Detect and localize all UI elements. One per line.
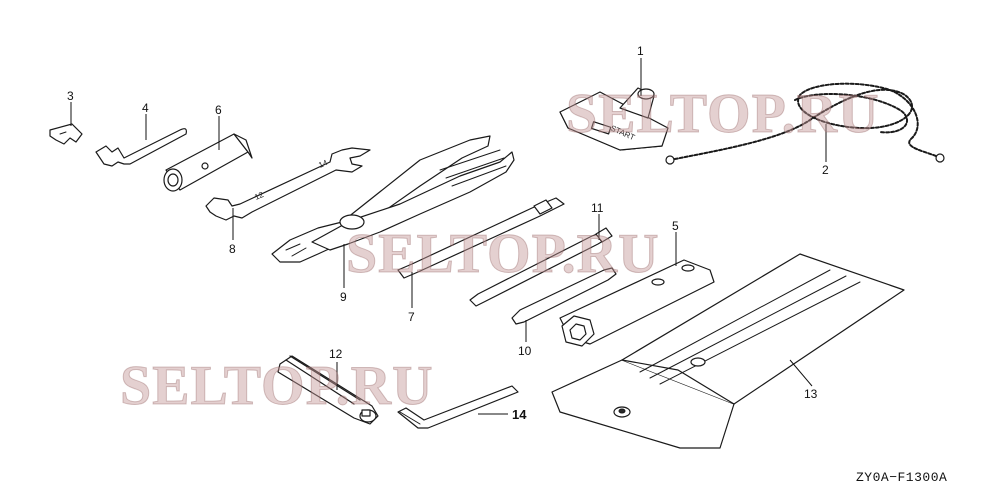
part-number-11: 11 (591, 201, 604, 215)
watermark: SELTOP.RU (346, 223, 660, 285)
part-number-13: 13 (804, 387, 818, 401)
part-numbers: 1 2 3 4 5 6 7 8 9 10 11 12 13 14 (67, 44, 829, 422)
tool-bag-part (551, 253, 905, 449)
open-wrench-part (95, 128, 187, 167)
screwdriver-bit-part (511, 267, 617, 325)
starter-rope-part (665, 82, 945, 165)
clip-part (49, 123, 83, 145)
part-number-3: 3 (67, 89, 74, 103)
watermarks: SELTOP.RU SELTOP.RU SELTOP.RU (120, 83, 880, 418)
socket-handle-part (277, 355, 379, 425)
diagram-code: ZY0A−F1300A (856, 470, 947, 485)
wrench-size-12: 12 (253, 190, 265, 202)
box-spanner-part (559, 259, 715, 347)
leader-lines (70, 58, 827, 415)
part-number-1: 1 (637, 44, 644, 58)
cross-screwdriver-part (469, 227, 613, 307)
part-number-6: 6 (215, 103, 222, 117)
part-number-10: 10 (518, 344, 532, 358)
part-number-4: 4 (142, 101, 149, 115)
part-number-2: 2 (822, 163, 829, 177)
part-number-7: 7 (408, 310, 415, 324)
part-number-12: 12 (329, 347, 343, 361)
part-number-9: 9 (340, 290, 347, 304)
pliers-part (271, 135, 515, 263)
watermark: SELTOP.RU (120, 355, 434, 417)
part-number-5: 5 (672, 219, 679, 233)
hex-key-part (397, 385, 519, 429)
combination-wrench-part: 12 14 (205, 147, 371, 221)
starter-grip-part: START (559, 87, 669, 151)
wrench-size-14: 14 (317, 158, 329, 170)
flat-screwdriver-part (397, 197, 565, 279)
watermark: SELTOP.RU (566, 83, 880, 145)
socket-tube-part (163, 133, 253, 192)
part-number-14: 14 (512, 407, 527, 422)
part-number-8: 8 (229, 242, 236, 256)
